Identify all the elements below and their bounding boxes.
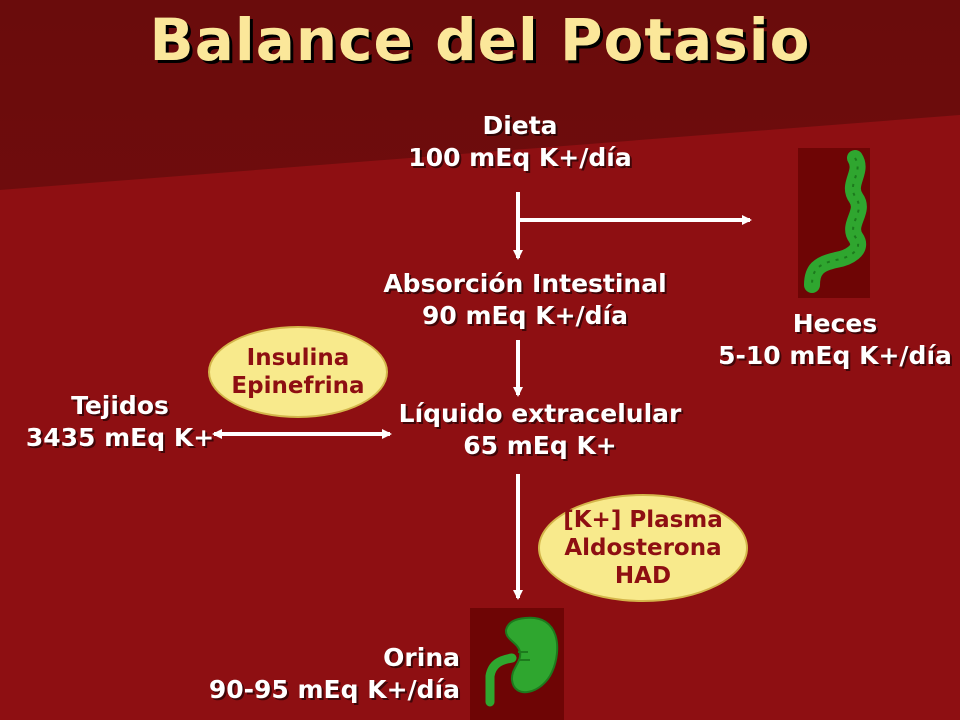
regulator-plasma-line1: [K+] Plasma [563,507,723,533]
kidney-icon [470,608,564,720]
regulator-insulina-line1: Insulina [246,345,350,371]
regulator-plasma-line2: Aldosterona [564,535,722,561]
node-absorcion: Absorción Intestinal 90 mEq K+/día [360,268,690,332]
page-title: Balance del Potasio [149,6,811,74]
node-extracelular-value: 65 mEq K+ [463,431,617,460]
node-absorcion-name: Absorción Intestinal [383,269,667,298]
regulator-plasma-oval: [K+] Plasma Aldosterona HAD [538,494,748,602]
regulator-insulina-line2: Epinefrina [231,373,365,399]
node-tejidos-value: 3435 mEq K+ [25,423,215,452]
node-extracelular-name: Líquido extracelular [398,399,682,428]
regulator-plasma-line3: HAD [614,563,672,589]
node-dieta-value: 100 mEq K+/día [408,143,632,172]
intestine-icon [798,148,870,298]
node-orina-name: Orina [383,643,460,672]
node-heces: Heces 5-10 mEq K+/día [715,308,955,372]
node-tejidos-name: Tejidos [71,391,169,420]
node-heces-name: Heces [792,309,878,338]
node-heces-value: 5-10 mEq K+/día [718,341,952,370]
node-dieta: Dieta 100 mEq K+/día [370,110,670,174]
node-orina: Orina 90-95 mEq K+/día [200,642,460,706]
node-extracelular: Líquido extracelular 65 mEq K+ [390,398,690,462]
node-tejidos: Tejidos 3435 mEq K+ [10,390,230,454]
node-dieta-name: Dieta [482,111,558,140]
node-orina-value: 90-95 mEq K+/día [208,675,460,704]
regulator-insulina-oval: Insulina Epinefrina [208,326,388,418]
node-absorcion-value: 90 mEq K+/día [421,301,628,330]
